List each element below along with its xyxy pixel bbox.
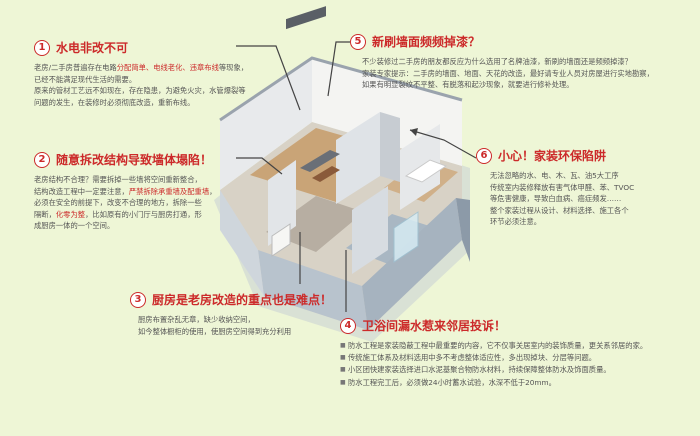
section-wall-paint: 5 新刷墙面频频掉漆？ 不少装修过二手房的朋友都反应为什么选用了名牌油漆，新刷的…: [350, 34, 690, 91]
section-body: 厨房布置杂乱无章，缺少收纳空间， 如今整体橱柜的使用，使厨房空间得到充分利用: [138, 315, 292, 336]
section-number: 1: [34, 40, 50, 56]
partition-4: [352, 186, 388, 274]
partition-2: [380, 112, 400, 182]
kitchen-floor: [266, 196, 364, 252]
section-plumbing-electric: 1 水电非改不可 老房/二手房普遍存在电路分配简单、电线老化、违章布线等现象， …: [34, 40, 274, 108]
section-title: 水电非改不可: [56, 41, 129, 55]
section-title: 新刷墙面频频掉漆？: [372, 35, 481, 49]
section-structure: 2 随意拆改结构导致墙体塌陷！ 老房结构不合理？需要拆掉一些墙将空间重新整合， …: [34, 152, 244, 232]
section-title: 小心！家装环保陷阱: [498, 149, 607, 163]
partition-5: [400, 124, 440, 210]
partition-1: [336, 112, 380, 204]
section-title: 厨房是老房改造的重点也是难点！: [152, 293, 333, 307]
list-item: 防水工程是家装隐蔽工程中最重要的内容，它不仅事关居室内的装饰质量，更关系邻居的家…: [340, 340, 690, 352]
partition-3: [268, 160, 296, 246]
bed: [404, 159, 448, 183]
glass-shower: [393, 211, 419, 263]
section-title: 卫浴间漏水惹来邻居投诉！: [362, 319, 507, 333]
section-number: 5: [350, 34, 366, 50]
section-body: 不少装修过二手房的朋友都反应为什么选用了名牌油漆，新刷的墙面还是频频掉漆？ 家装…: [362, 57, 654, 90]
section-number: 4: [340, 318, 356, 334]
cabinet: [271, 223, 291, 257]
section-body: 老房结构不合理？需要拆掉一些墙将空间重新整合， 结构改造工程中一定要注意，严禁拆…: [34, 175, 217, 231]
list-item: 传统施工体系及材料选用中多不考虑整体适应性，多出现掉块、分层等问题。: [340, 352, 690, 364]
section-body: 老房/二手房普遍存在电路分配简单、电线老化、违章布线等现象， 已经不能满足现代生…: [34, 63, 249, 107]
sofa: [300, 150, 340, 172]
section-eco-trap: 6 小心！家装环保陷阱 无法忽略的水、电、木、瓦、油5大工序 传统室内装修释放有…: [476, 148, 686, 228]
list-item: 防水工程完工后，必须做24小时蓄水试验，水深不低于20mm。: [340, 377, 690, 389]
list-item: 小区团快建家装选择进口水泥基聚合物防水材料，持续保障整体防水及饰面质量。: [340, 364, 690, 376]
section-number: 6: [476, 148, 492, 164]
section-body: 无法忽略的水、电、木、瓦、油5大工序 传统室内装修释放有害气体甲醛、苯、TVOC…: [490, 171, 635, 227]
tv-unit: [286, 6, 326, 30]
section-title: 随意拆改结构导致墙体塌陷！: [56, 153, 213, 167]
section-list: 防水工程是家装隐蔽工程中最重要的内容，它不仅事关居室内的装饰质量，更关系邻居的家…: [340, 340, 690, 389]
bath-floor: [346, 214, 448, 270]
section-bathroom: 4 卫浴间漏水惹来邻居投诉！ 防水工程是家装隐蔽工程中最重要的内容，它不仅事关居…: [340, 318, 690, 389]
bedroom-floor: [384, 160, 458, 202]
side-box: [456, 198, 470, 262]
front-wall-right: [362, 198, 462, 330]
table: [312, 166, 340, 182]
section-number: 2: [34, 152, 50, 168]
section-number: 3: [130, 292, 146, 308]
section-kitchen: 3 厨房是老房改造的重点也是难点！ 厨房布置杂乱无章，缺少收纳空间， 如今整体橱…: [130, 292, 350, 337]
living-floor: [250, 128, 400, 202]
